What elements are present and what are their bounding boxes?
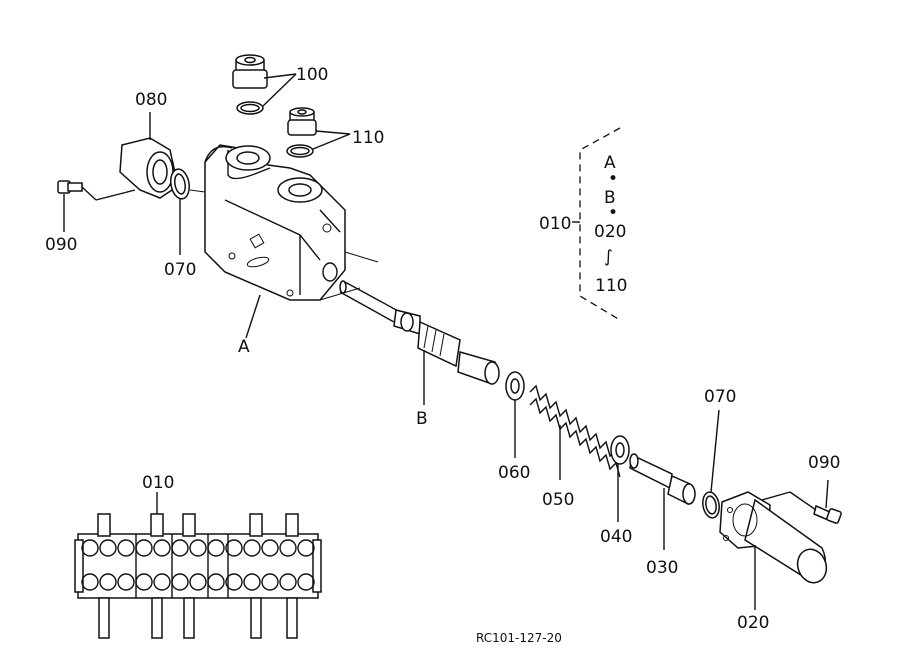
valve-bank-port — [81, 573, 99, 591]
callout-050: 050 — [542, 490, 574, 510]
callout-110: 110 — [352, 128, 384, 148]
valve-bank-port — [225, 539, 243, 557]
cap-020 — [719, 491, 828, 610]
callout-080: 080 — [135, 90, 167, 110]
valve-bank-port — [189, 573, 207, 591]
valve-bank-spool-top — [285, 513, 299, 537]
valve-bank-port — [279, 573, 297, 591]
valve-bank-port — [81, 539, 99, 557]
valve-bank-port — [99, 573, 117, 591]
valve-bank-port — [225, 573, 243, 591]
callout-070-left: 070 — [164, 260, 196, 280]
valve-bank-port — [261, 573, 279, 591]
flange-080 — [119, 112, 179, 199]
callout-B: B — [416, 409, 428, 429]
valve-bank-port — [153, 573, 171, 591]
o-ring-070-right — [702, 409, 720, 519]
assembly-legend: 010 A • B • 020 ∫ 110 — [539, 127, 627, 321]
callout-040: 040 — [600, 527, 632, 547]
valve-bank-spool-top — [249, 513, 263, 537]
valve-bank-spool-bottom — [286, 597, 298, 639]
valve-bank-port — [261, 539, 279, 557]
callout-020: 020 — [737, 613, 769, 633]
callout-060: 060 — [498, 463, 530, 483]
valve-bank-port — [297, 573, 315, 591]
bolt-030 — [629, 453, 696, 550]
callout-070-right: 070 — [704, 387, 736, 407]
legend-item-110: 110 — [595, 276, 627, 296]
legend-separator-1: • — [608, 169, 618, 189]
callout-100: 100 — [296, 65, 328, 85]
legend-label: 010 — [539, 214, 571, 234]
valve-bank-spool-bottom — [151, 597, 163, 639]
valve-bank-port — [153, 539, 171, 557]
callout-A: A — [238, 337, 250, 357]
legend-separator-3: ∫ — [604, 247, 613, 267]
o-ring-070-left — [170, 168, 206, 255]
valve-bank-spool-top — [150, 513, 164, 537]
valve-bank-port — [279, 539, 297, 557]
valve-bank-port — [117, 539, 135, 557]
valve-bank-spool-top — [97, 513, 111, 537]
callout-010-bottom: 010 — [142, 473, 174, 493]
washer-040 — [610, 435, 630, 522]
valve-bank-port — [243, 573, 261, 591]
plug-110 — [286, 107, 351, 158]
valve-bank-spool-bottom — [250, 597, 262, 639]
valve-bank-assembly — [74, 513, 322, 639]
legend-item-A: A — [604, 153, 616, 173]
legend-separator-2: • — [608, 203, 618, 223]
valve-bank-port — [117, 573, 135, 591]
valve-body-A — [204, 144, 379, 339]
valve-bank-port — [99, 539, 117, 557]
callout-090-right: 090 — [808, 453, 840, 473]
valve-bank-port — [189, 539, 207, 557]
plug-100 — [232, 54, 297, 115]
legend-item-B: B — [604, 188, 616, 208]
spring-050 — [529, 384, 621, 480]
spool-B — [339, 280, 500, 405]
callout-030: 030 — [646, 558, 678, 578]
bolt-090-right — [761, 479, 842, 524]
valve-bank-port — [243, 539, 261, 557]
washer-060 — [505, 371, 525, 458]
bolt-090-left — [57, 180, 136, 232]
reference-code: RC101-127-20 — [476, 631, 562, 645]
legend-item-020: 020 — [594, 222, 626, 242]
callout-090-left: 090 — [45, 235, 77, 255]
valve-bank-spool-top — [182, 513, 196, 537]
valve-bank-spool-bottom — [183, 597, 195, 639]
valve-bank-spool-bottom — [98, 597, 110, 639]
valve-bank-port — [297, 539, 315, 557]
